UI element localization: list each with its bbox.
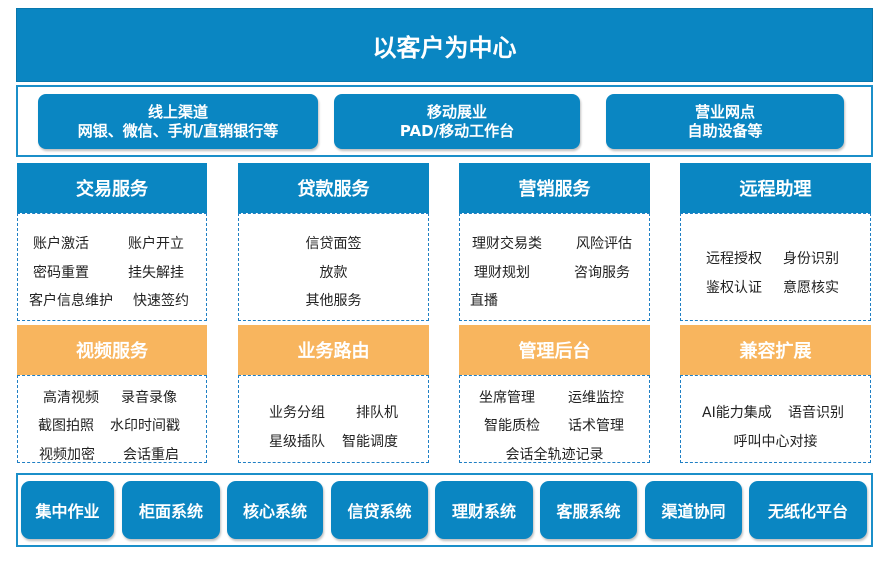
panel-body-marketing: 理财交易类 风险评估 理财规划 咨询服务 直播 (459, 213, 650, 321)
service-item: 呼叫中心对接 (733, 434, 818, 450)
service-item: 水印时间戳 (110, 418, 180, 434)
service-item: 话术管理 (568, 418, 624, 434)
system-paperless: 无纸化平台 (749, 481, 867, 539)
panel-body-admin: 坐席管理 运维监控 智能质检 话术管理 会话全轨迹记录 (459, 375, 650, 463)
service-item: 星级插队 (269, 434, 325, 450)
panel-body-remote: 远程授权 身份识别 鉴权认证 意愿核实 (680, 213, 871, 321)
channel-branch: 营业网点 自助设备等 (606, 94, 844, 149)
page-title: 以客户为中心 (16, 8, 873, 82)
panel-title-video: 视频服务 (17, 325, 207, 375)
service-item: 挂失解挂 (128, 265, 184, 281)
service-item: 智能调度 (342, 434, 398, 450)
system-channel-coordination: 渠道协同 (645, 481, 742, 539)
service-item: 录音录像 (121, 390, 177, 406)
service-item: 高清视频 (43, 390, 99, 406)
system-wealth: 理财系统 (435, 481, 533, 539)
panel-body-transaction: 账户激活 账户开立 密码重置 挂失解挂 客户信息维护 快速签约 (17, 213, 207, 321)
system-customer-service: 客服系统 (540, 481, 637, 539)
service-item: 其他服务 (305, 293, 362, 309)
system-centralized-ops: 集中作业 (21, 481, 114, 539)
panel-title-transaction: 交易服务 (17, 163, 207, 213)
system-counter: 柜面系统 (122, 481, 220, 539)
panel-body-compat: AI能力集成语音识别 呼叫中心对接 (680, 375, 871, 463)
service-item: 账户激活 (33, 236, 89, 252)
service-item: 密码重置 (33, 265, 89, 281)
service-item: 咨询服务 (574, 265, 630, 281)
channel-title: 移动展业 (426, 102, 487, 121)
service-item: 直播 (470, 293, 498, 309)
service-item: 鉴权认证 (706, 280, 762, 296)
service-item: 放款 (319, 265, 348, 281)
service-item: 会话全轨迹记录 (505, 447, 604, 463)
service-item: 智能质检 (484, 418, 540, 434)
panel-title-remote: 远程助理 (680, 163, 871, 213)
channel-detail: 自助设备等 (687, 121, 763, 140)
panel-title-loan: 贷款服务 (238, 163, 429, 213)
service-item: 坐席管理 (479, 390, 535, 406)
panel-title-routing: 业务路由 (238, 325, 429, 375)
service-item: 远程授权 (706, 251, 762, 267)
service-item: 风险评估 (576, 236, 632, 252)
channel-title: 线上渠道 (147, 102, 208, 121)
system-credit: 信贷系统 (331, 481, 428, 539)
service-item: 理财规划 (474, 265, 530, 281)
service-item: 视频加密 (39, 447, 95, 463)
service-item: AI能力集成 (702, 405, 772, 421)
panel-title-admin: 管理后台 (459, 325, 650, 375)
channel-mobile: 移动展业 PAD/移动工作台 (334, 94, 580, 149)
service-item: 业务分组 (269, 405, 325, 421)
panel-body-loan: 信贷面签 放款 其他服务 (238, 213, 429, 321)
service-item: 意愿核实 (783, 280, 839, 296)
service-item: 账户开立 (128, 236, 184, 252)
channel-title: 营业网点 (694, 102, 755, 121)
service-item: 运维监控 (568, 390, 624, 406)
service-item: 截图拍照 (38, 418, 94, 434)
panel-body-routing: 业务分组 排队机 星级插队 智能调度 (238, 375, 429, 463)
service-item: 快速签约 (133, 293, 189, 309)
service-item: 客户信息维护 (29, 293, 113, 309)
system-core: 核心系统 (227, 481, 323, 539)
panel-title-compat: 兼容扩展 (680, 325, 871, 375)
channel-online: 线上渠道 网银、微信、手机/直销银行等 (38, 94, 318, 149)
channel-detail: 网银、微信、手机/直销银行等 (77, 121, 279, 140)
service-item: 身份识别 (783, 251, 839, 267)
service-item: 理财交易类 (472, 236, 542, 252)
service-item: 信贷面签 (305, 236, 362, 252)
service-item: 语音识别 (788, 405, 844, 421)
service-item: 会话重启 (123, 447, 179, 463)
channel-detail: PAD/移动工作台 (399, 121, 515, 140)
panel-body-video: 高清视频 录音录像 截图拍照水印时间戳 视频加密 会话重启 (17, 375, 207, 463)
panel-title-marketing: 营销服务 (459, 163, 650, 213)
service-item: 排队机 (356, 405, 398, 421)
